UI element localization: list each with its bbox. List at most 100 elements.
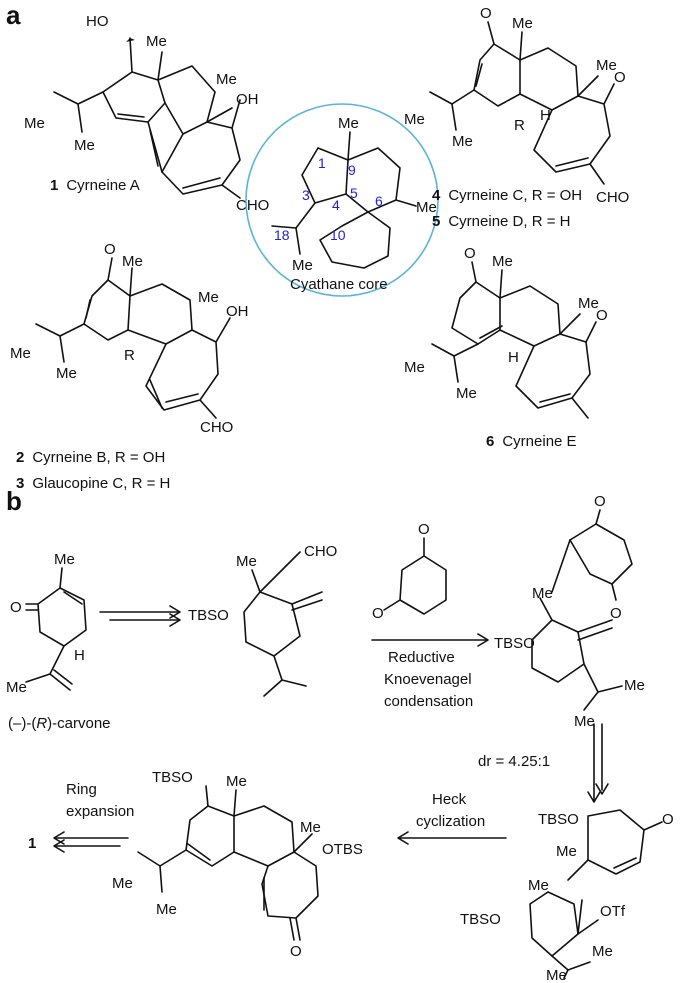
atom-r: R	[514, 117, 525, 134]
atom-me: Me	[592, 943, 613, 960]
atom-tbso: TBSO	[460, 911, 501, 928]
heck-label-line: cyclization	[416, 813, 485, 830]
atom-tbso: TBSO	[152, 769, 193, 786]
cyathane-core-circle	[245, 103, 439, 297]
atom-o: O	[480, 5, 492, 22]
atom-r: R	[124, 347, 135, 364]
structure-cyrneine-b	[35, 257, 231, 419]
multistep-arrow	[99, 605, 181, 627]
atom-h: H	[74, 647, 85, 664]
atom-o: O	[596, 307, 608, 324]
atom-o: O	[610, 605, 622, 622]
dr-ratio: dr = 4.25:1	[478, 753, 550, 770]
core-caption: Cyathane core	[290, 276, 388, 293]
atom-me: Me	[56, 365, 77, 382]
atom-me: Me	[492, 253, 513, 270]
core-number: 9	[348, 162, 356, 178]
panel-a-label: a	[6, 0, 21, 30]
atom-me: Me	[216, 71, 237, 88]
structure-cyclohexanedione	[383, 537, 447, 615]
reagent-label-line: condensation	[384, 693, 473, 710]
atom-o: O	[10, 599, 22, 616]
core-number: 3	[302, 187, 310, 203]
atom-o: O	[594, 493, 606, 510]
atom-cho: CHO	[200, 419, 233, 436]
atom-o: O	[662, 811, 674, 828]
atom-me: Me	[546, 967, 567, 983]
reagent-label-line: Reductive	[388, 649, 455, 666]
atom-me: Me	[112, 875, 133, 892]
atom-h: H	[540, 107, 551, 124]
atom-me: Me	[292, 257, 313, 274]
atom-me: Me	[404, 111, 425, 128]
atom-me: Me	[596, 57, 617, 74]
atom-o: O	[464, 245, 476, 262]
atom-me: Me	[54, 551, 75, 568]
panel-b-label: b	[6, 486, 22, 516]
atom-me: Me	[6, 679, 27, 696]
structure-cyathane-core	[271, 131, 417, 269]
atom-me: Me	[456, 385, 477, 402]
atom-o: O	[418, 521, 430, 538]
core-number: 4	[332, 197, 340, 213]
atom-me: Me	[404, 359, 425, 376]
atom-me: Me	[74, 137, 95, 154]
ring-label-line: expansion	[66, 803, 134, 820]
structure-cyrneine-c	[429, 21, 615, 185]
structure-aldehyde-intermediate	[243, 551, 323, 697]
atom-cho: CHO	[596, 189, 629, 206]
atom-me: Me	[236, 553, 257, 570]
carvone-caption: (–)-(R)-carvone	[8, 715, 111, 732]
target-compound-number: 1	[28, 835, 36, 852]
structure-carvone	[25, 567, 87, 691]
atom-me: Me	[300, 819, 321, 836]
atom-cho: CHO	[304, 543, 337, 560]
atom-me: Me	[338, 115, 359, 132]
atom-me: Me	[532, 585, 553, 602]
core-number: 18	[274, 227, 290, 243]
structure-vinyl-triflate	[529, 809, 663, 979]
core-number: 10	[330, 227, 346, 243]
atom-o: O	[614, 69, 626, 86]
atom-h: H	[508, 349, 519, 366]
atom-o: O	[104, 241, 116, 258]
atom-me: Me	[198, 289, 219, 306]
heck-arrow	[397, 831, 507, 845]
atom-me: Me	[226, 773, 247, 790]
core-number: 6	[375, 193, 383, 209]
atom-tbso: TBSO	[538, 811, 579, 828]
atom-o: O	[290, 943, 302, 960]
structure-knoevenagel-product	[531, 509, 633, 711]
atom-me: Me	[624, 677, 645, 694]
atom-me: Me	[528, 877, 549, 894]
atom-me: Me	[416, 199, 437, 216]
core-number: 5	[350, 185, 358, 201]
ring-expansion-arrow	[53, 831, 129, 853]
atom-me: Me	[122, 253, 143, 270]
atom-me: Me	[578, 295, 599, 312]
atom-me: Me	[156, 901, 177, 918]
atom-me: Me	[512, 15, 533, 32]
structure-cyrneine-e	[431, 261, 597, 419]
structure-cyrneine-a	[53, 37, 241, 199]
atom-me: Me	[10, 345, 31, 362]
atom-o: O	[372, 605, 384, 622]
ring-label-line: Ring	[66, 781, 97, 798]
atom-cho: CHO	[236, 197, 269, 214]
atom-oh: OH	[236, 91, 259, 108]
atom-me: Me	[24, 115, 45, 132]
structure-heck-product	[137, 785, 319, 941]
knoevenagel-arrow	[371, 633, 489, 647]
atom-me: Me	[452, 133, 473, 150]
downward-multistep-arrow	[587, 723, 609, 803]
core-number: 1	[318, 155, 326, 171]
atom-ho: HO	[86, 13, 109, 30]
atom-me: Me	[574, 713, 595, 730]
atom-oh: OH	[226, 303, 249, 320]
